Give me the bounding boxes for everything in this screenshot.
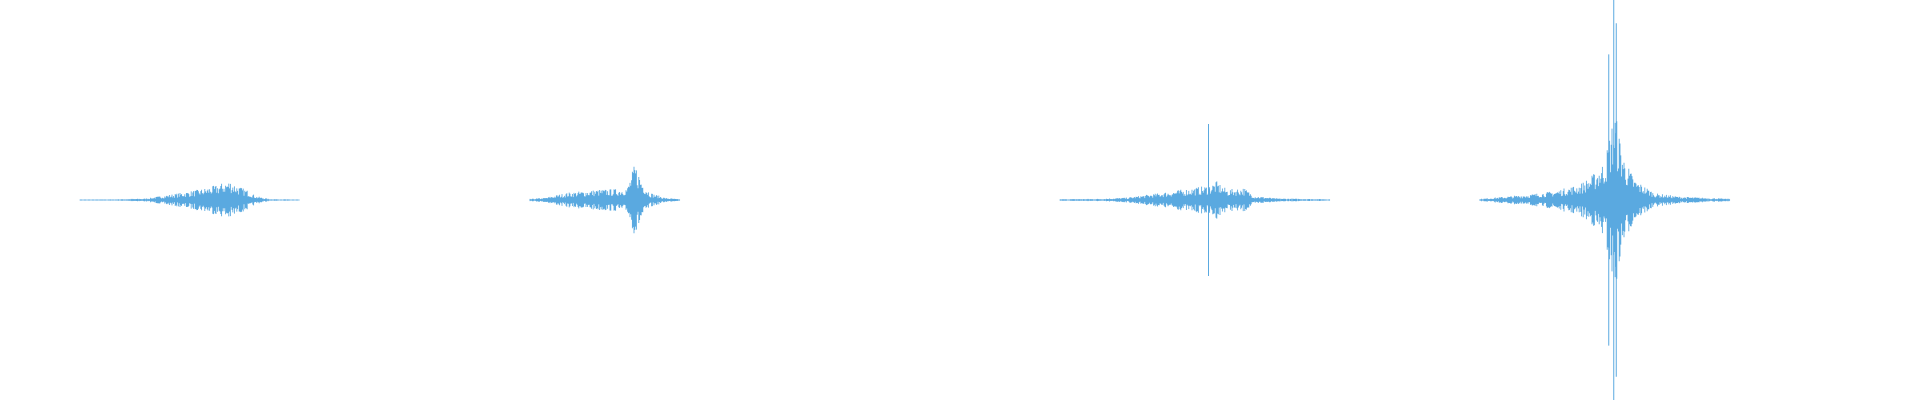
audio-waveform-4 [1479, 0, 1731, 400]
waveform-body [1479, 121, 1731, 279]
audio-waveform-3 [1059, 0, 1331, 400]
waveform-body [79, 183, 300, 217]
waveform-body [529, 166, 681, 234]
waveform-body [1059, 181, 1331, 219]
audio-waveform-icon [1059, 124, 1331, 276]
audio-waveform-icon [1479, 0, 1731, 400]
audio-waveform-icon [79, 183, 300, 217]
audio-waveform-icon [529, 166, 681, 234]
audio-waveform-1 [79, 0, 300, 400]
audio-waveform-2 [529, 0, 681, 400]
